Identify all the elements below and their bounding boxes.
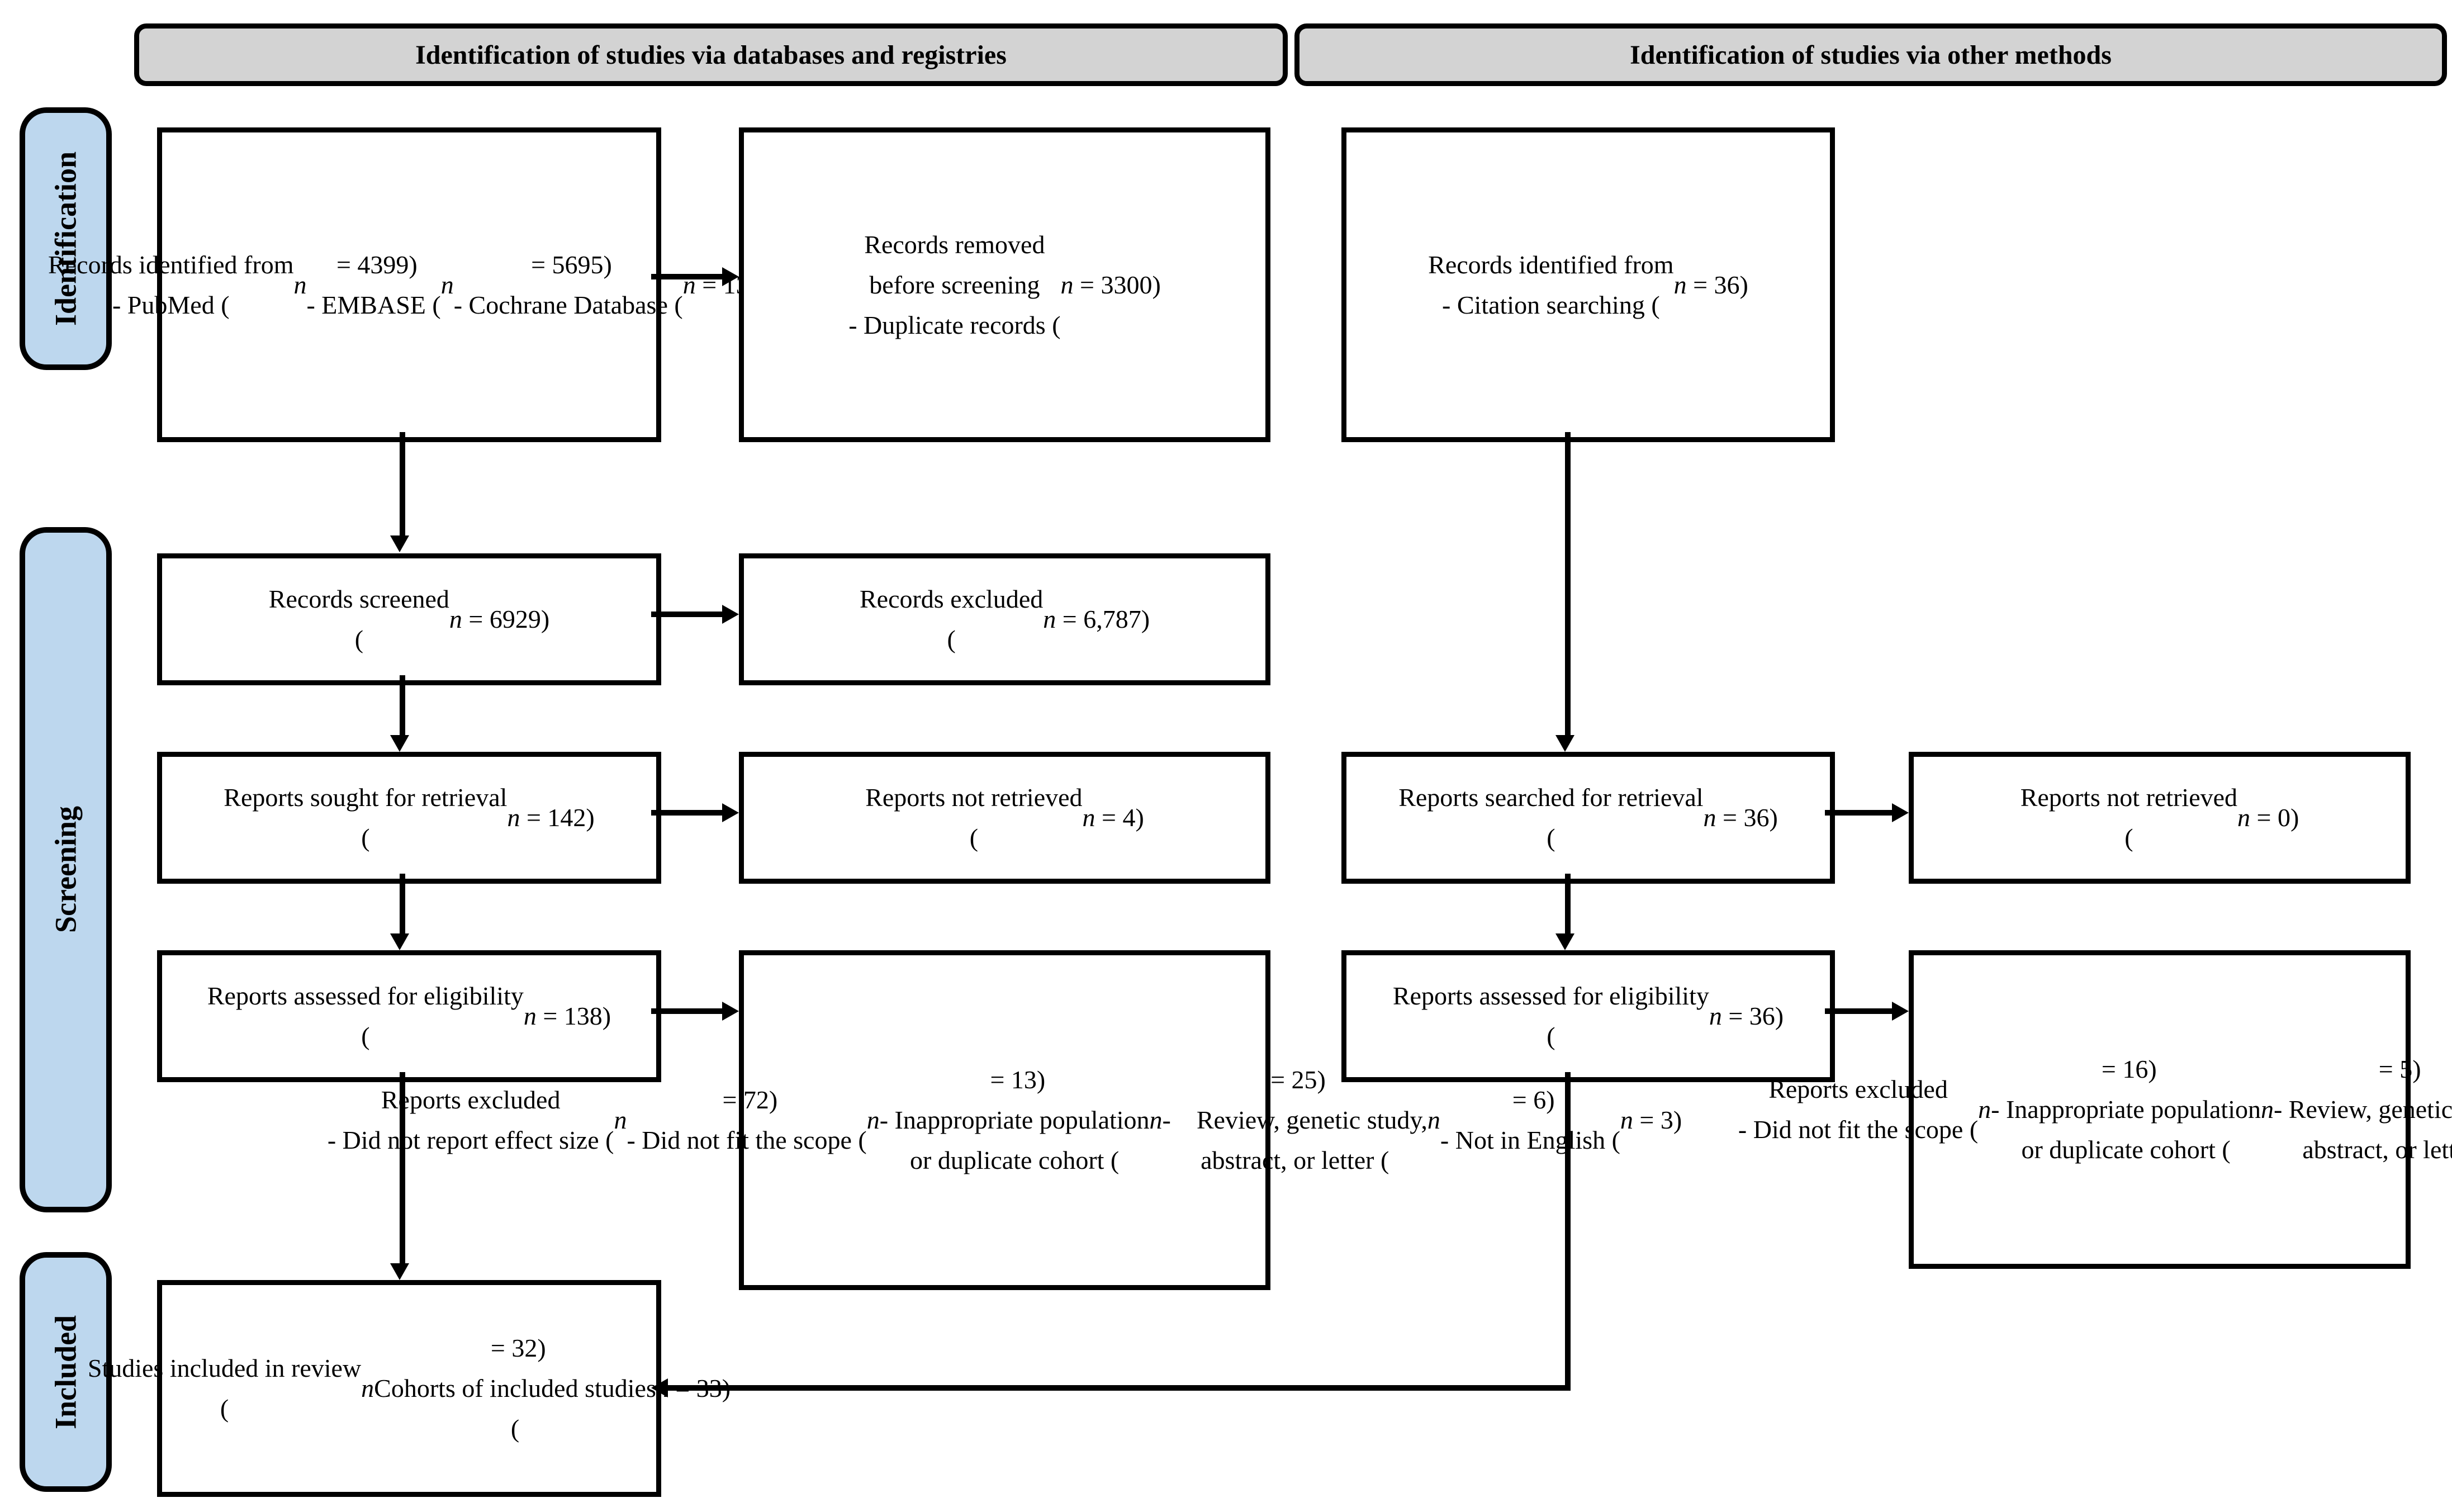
box-reports-sought: Reports sought for retrieval(n = 142) <box>157 752 661 884</box>
box-studies-included: Studies included in review(n = 32)Cohort… <box>88 1280 731 1497</box>
header-databases-registries: Identification of studies via databases … <box>134 23 1288 86</box>
box-reports-not-retrieved-other: Reports not retrieved(n = 0) <box>1909 752 2411 884</box>
box-records-screened: Records screened(n = 6929) <box>157 553 661 685</box>
box-records-excluded: Records excluded(n = 6,787) <box>739 553 1270 685</box>
box-reports-assessed-other: Reports assessed for eligibility(n = 36) <box>1341 950 1835 1082</box>
box-reports-not-retrieved-databases: Reports not retrieved(n = 4) <box>739 752 1270 884</box>
stage-label-identification: Identification <box>20 107 112 370</box>
box-reports-excluded-databases: Reports excluded- Did not report effect … <box>328 950 1682 1290</box>
header-other-methods: Identification of studies via other meth… <box>1294 23 2447 86</box>
box-reports-excluded-other: Reports excluded- Did not fit the scope … <box>1738 950 2452 1269</box>
box-reports-searched: Reports searched for retrieval(n = 36) <box>1341 752 1835 884</box>
box-records-identified-citation: Records identified from- Citation search… <box>1341 127 1835 442</box>
box-reports-assessed-databases: Reports assessed for eligibility(n = 138… <box>157 950 661 1082</box>
stage-label-screening: Screening <box>20 527 112 1212</box>
box-records-identified-databases: Records identified from- PubMed (n = 439… <box>48 127 770 442</box>
